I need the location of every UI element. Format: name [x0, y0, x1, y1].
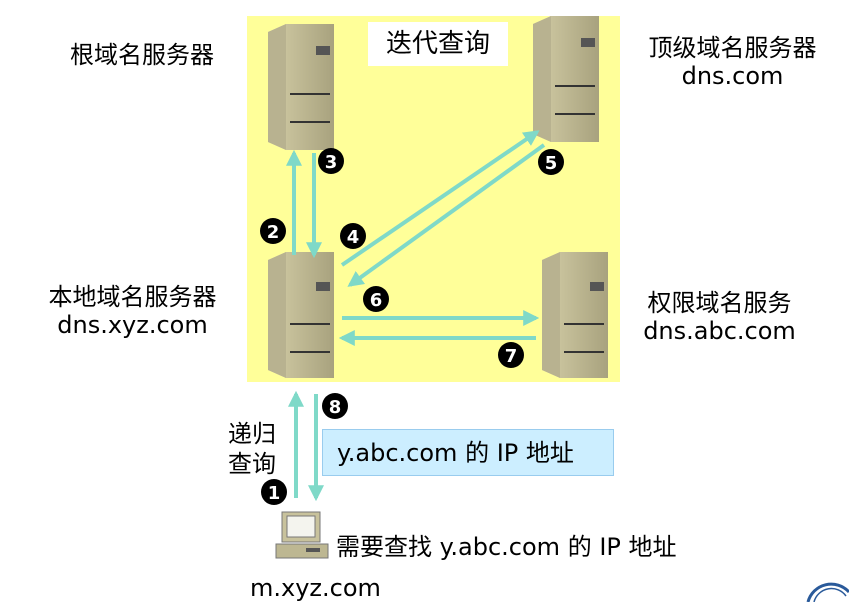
computer-icon [275, 511, 329, 559]
tld-server-icon [533, 16, 599, 142]
auth-server-label: 权限域名服务 dns.abc.com [632, 289, 807, 345]
local-server-icon [268, 252, 334, 378]
recursive-query-label: 递归 查询 [228, 419, 276, 479]
client-host-label: m.xyz.com [250, 574, 381, 602]
iteration-title: 迭代查询 [368, 22, 508, 66]
step-2-badge: 2 [260, 218, 286, 244]
tld-server-host: dns.com [681, 62, 784, 90]
svg-text:2: 2 [267, 222, 280, 243]
auth-server-name: 权限域名服务 [647, 289, 792, 317]
answer-box: y.abc.com 的 IP 地址 [322, 429, 614, 476]
arrow-step-5 [347, 143, 546, 287]
step-4-badge: 4 [340, 223, 366, 249]
client-query-text: 需要查找 y.abc.com 的 IP 地址 [336, 533, 677, 561]
svg-text:5: 5 [545, 153, 558, 174]
local-server-label: 本地域名服务器 dns.xyz.com [30, 283, 235, 339]
auth-server-host: dns.abc.com [643, 317, 796, 345]
step-3-badge: 3 [318, 148, 344, 174]
recursive-label-line1: 递归 [228, 420, 276, 448]
step-8-badge: 8 [322, 393, 348, 419]
recursive-label-line2: 查询 [228, 450, 276, 478]
step-6-badge: 6 [363, 286, 389, 312]
tld-server-name: 顶级域名服务器 [648, 34, 817, 62]
local-server-host: dns.xyz.com [57, 311, 208, 339]
root-server-icon [268, 24, 334, 150]
logo-icon [806, 582, 849, 602]
tld-server-label: 顶级域名服务器 dns.com [630, 34, 835, 90]
root-server-label: 根域名服务器 [70, 41, 214, 69]
step-5-badge: 5 [538, 149, 564, 175]
svg-text:4: 4 [347, 227, 360, 248]
auth-server-icon [542, 252, 608, 378]
svg-text:8: 8 [329, 397, 342, 418]
local-server-name: 本地域名服务器 [48, 283, 217, 311]
svg-text:7: 7 [505, 346, 518, 367]
arrow-step-4 [340, 130, 540, 267]
svg-text:3: 3 [325, 152, 338, 173]
svg-text:6: 6 [370, 290, 383, 311]
step-1-badge: 1 [261, 479, 287, 505]
svg-text:1: 1 [268, 483, 281, 504]
step-7-badge: 7 [498, 342, 524, 368]
